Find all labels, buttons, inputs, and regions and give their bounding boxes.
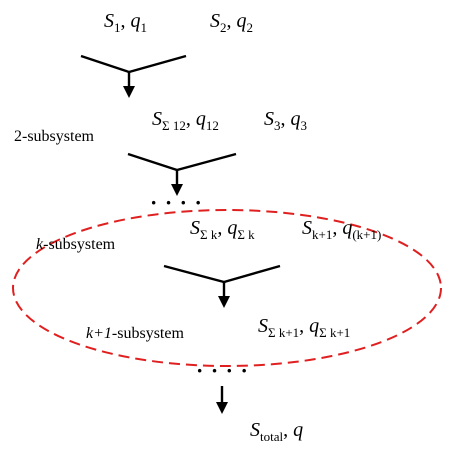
two-subsystem-label: 2-subsystem (14, 128, 95, 145)
symbol-s: S (152, 108, 162, 130)
subscript: 3 (274, 118, 281, 133)
subscript: k+1 (312, 227, 332, 242)
turbine-k-plus-1-icon (257, 216, 303, 262)
turbine-1-icon (58, 6, 104, 52)
turbine-sigma-k-plus-1-icon (201, 306, 247, 352)
turbine-3-icon (215, 104, 261, 150)
arrowhead-final (216, 402, 228, 414)
symbol-q: q (237, 10, 247, 32)
subsystem-suffix: -subsystem (112, 325, 185, 342)
subscript: Σ k+1 (268, 325, 299, 340)
arrowhead-k (218, 296, 230, 308)
subscript: 1 (114, 20, 121, 35)
subscript: Σ 12 (162, 118, 186, 133)
symbol-q: q (342, 217, 352, 239)
subscript: 3 (301, 118, 308, 133)
k-subsystem-highlight-ellipse (12, 209, 442, 367)
subscript: Σ k (200, 227, 218, 242)
subscript: (k+1) (352, 227, 381, 242)
turbine-total-icon (199, 414, 245, 460)
subscript: Σ k+1 (319, 325, 350, 340)
turbine-sigma12-icon (105, 104, 151, 150)
k-variable: k (36, 236, 44, 253)
symbol-q: q (291, 108, 301, 130)
symbol-s: S (250, 419, 260, 441)
turbine-total-label: Stotal, q (250, 419, 303, 444)
continuation-dots-1: · · · · (150, 190, 203, 215)
symbol-s: S (264, 108, 274, 130)
subsystem-suffix: -subsystem (43, 236, 116, 253)
k-subsystem-label: k-subsystem (36, 236, 116, 253)
turbine-sigma-k-icon (141, 216, 187, 262)
turbine-2-icon (165, 6, 211, 52)
turbine-2-label: S2, q2 (210, 10, 253, 35)
merge-connector-k (163, 264, 281, 284)
merge-connector-1 (80, 54, 187, 74)
symbol-s: S (210, 10, 220, 32)
subscript: 2 (220, 20, 227, 35)
symbol-q: q (196, 108, 206, 130)
turbine-1-label: S1, q1 (104, 10, 147, 35)
continuation-dots-2: · · · · (196, 358, 249, 383)
k-plus-1-subsystem-label: k+1-subsystem (86, 325, 184, 342)
subscript: 12 (206, 118, 219, 133)
merge-connector-2 (127, 152, 237, 172)
symbol-q: q (227, 217, 237, 239)
symbol-s: S (258, 315, 268, 337)
k-plus-1-variable: k+1 (86, 325, 112, 342)
symbol-q: q (293, 419, 303, 441)
symbol-q: q (309, 315, 319, 337)
symbol-s: S (104, 10, 114, 32)
symbol-s: S (302, 217, 312, 239)
subscript: Σ k (237, 227, 255, 242)
arrowhead-1 (123, 86, 135, 98)
symbol-s: S (190, 217, 200, 239)
turbine-sigma-k-plus-1-label: SΣ k+1, qΣ k+1 (258, 315, 350, 340)
subscript: 2 (247, 20, 254, 35)
arrowhead-2 (171, 184, 183, 196)
turbine-3-label: S3, q3 (264, 108, 307, 133)
subscript: total (260, 429, 283, 444)
subscript: 1 (141, 20, 148, 35)
turbine-k-plus-1-label: Sk+1, q(k+1) (302, 217, 381, 242)
turbine-sigma12-label: SΣ 12, q12 (152, 108, 219, 133)
turbine-sigma-k-label: SΣ k, qΣ k (190, 217, 255, 242)
symbol-q: q (131, 10, 141, 32)
